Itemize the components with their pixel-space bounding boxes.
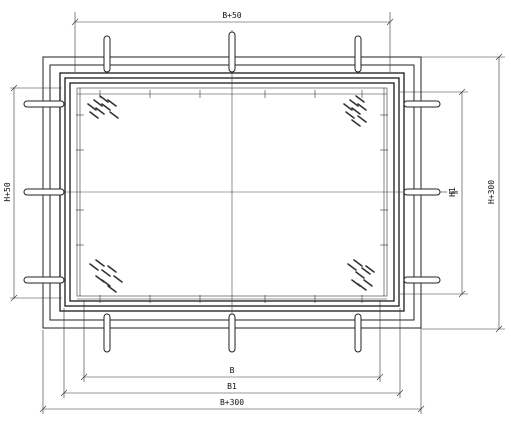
- bottom-anchors: [103, 313, 362, 353]
- dim-right-inner: [400, 88, 468, 298]
- corner-hatch-top-right: [343, 95, 367, 127]
- label-bottom-mid: B1: [227, 382, 237, 391]
- right-tick-marks: [380, 88, 388, 296]
- label-right-outer: H+300: [487, 180, 496, 204]
- dim-top-width: [71, 12, 394, 72]
- anchor-top-center: [228, 31, 236, 73]
- left-anchors: [23, 100, 65, 284]
- label-small-note: bmm: [449, 190, 458, 196]
- corner-hatch-top-left: [87, 95, 119, 119]
- label-bottom-inner: B: [230, 366, 235, 375]
- dim-bottom-outer: [39, 330, 425, 414]
- dim-right-outer: [420, 53, 505, 333]
- anchor-left-top: [23, 100, 65, 108]
- anchor-bottom-center: [228, 313, 236, 353]
- right-anchors: [403, 100, 441, 284]
- anchor-top-left: [103, 35, 111, 73]
- label-top-width: B+50: [222, 11, 241, 20]
- dim-bottom-inner: [80, 300, 384, 382]
- anchor-right-bottom: [403, 276, 441, 284]
- dim-bottom-mid: [60, 308, 404, 398]
- anchor-bottom-left: [103, 313, 111, 353]
- label-left-height: H+50: [3, 182, 12, 201]
- center-lines: [24, 30, 440, 345]
- anchor-left-middle: [23, 188, 65, 196]
- anchor-right-middle: [403, 188, 441, 196]
- left-tick-marks: [76, 88, 84, 296]
- bottom-tick-marks: [77, 295, 387, 303]
- anchor-top-right: [354, 35, 362, 73]
- anchor-left-bottom: [23, 276, 65, 284]
- anchor-right-top: [403, 100, 441, 108]
- anchor-bottom-right: [354, 313, 362, 353]
- top-tick-marks: [77, 90, 387, 98]
- label-right-inner: H1: [448, 187, 457, 197]
- corner-hatch-bottom-right: [347, 259, 375, 291]
- label-bottom-outer: B+300: [220, 398, 244, 407]
- corner-hatch-bottom-left: [89, 259, 123, 293]
- top-anchors: [103, 31, 362, 73]
- dim-left-height: [10, 84, 62, 302]
